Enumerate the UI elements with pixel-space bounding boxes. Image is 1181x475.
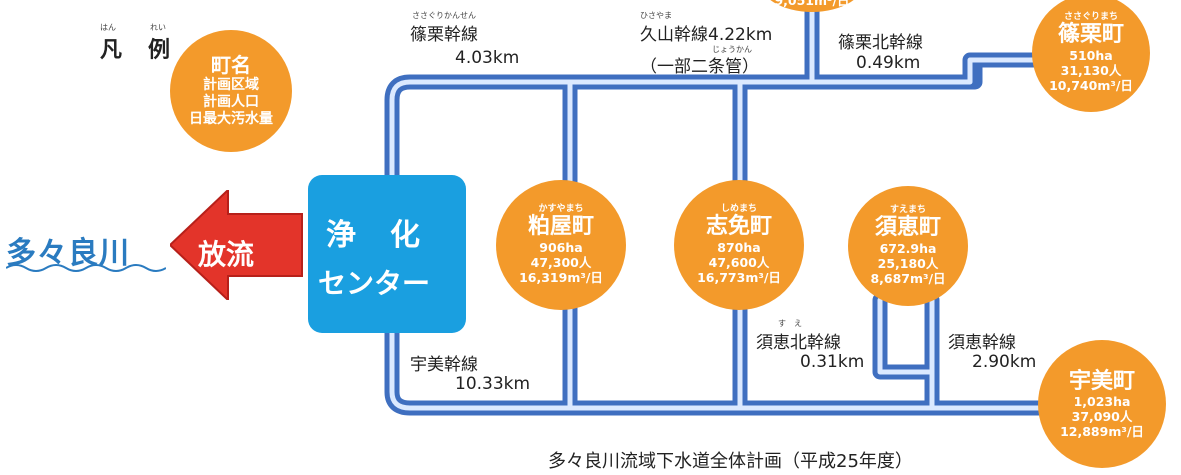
legend-town-name: 町名 (211, 53, 251, 78)
town-shime-flow: 16,773m³/日 (697, 269, 781, 285)
sasaguri-main-length: 4.03km (455, 48, 520, 68)
hisayama-main-sub: （一部二条管） (640, 57, 759, 77)
river-logo: 多々良川 (6, 226, 166, 274)
town-shime-area: 870ha (717, 239, 761, 255)
legend-title-char-2: 例 (148, 38, 171, 63)
treatment-center (308, 175, 466, 333)
umi-main-length: 10.33km (455, 374, 531, 394)
sasaguri-north-name: 篠栗北幹線 (838, 33, 923, 53)
town-umi-area: 1,023ha (1073, 394, 1131, 410)
legend-area-label: 計画区域 (203, 77, 259, 94)
town-circle-sue: すえまち 須恵町 672.9ha 25,180人 8,687m³/日 (848, 186, 968, 306)
town-circle-shime: しめまち 志免町 870ha 47,600人 16,773m³/日 (674, 180, 804, 310)
sue-north-ruby: す え (778, 319, 802, 328)
sue-north-length: 0.31km (800, 352, 865, 372)
legend-title-char-1: 凡 (100, 38, 123, 63)
town-sue-area: 672.9ha (879, 240, 937, 256)
hisayama-sub-ruby: じょうかん (712, 45, 752, 54)
sue-main-length: 2.90km (972, 352, 1037, 372)
pipe-sasaguri-main (384, 52, 1043, 186)
town-top-partial-flow: 9,051m³/日 (774, 0, 850, 8)
town-sasaguri-flow: 10,740m³/日 (1049, 77, 1133, 93)
discharge-arrow-icon (170, 190, 303, 300)
sasaguri-north-length: 0.49km (856, 53, 921, 73)
town-circle-sasaguri: ささぐりまち 篠栗町 510ha 31,130人 10,740m³/日 (1032, 0, 1150, 112)
legend-circle: 町名 計画区域 計画人口 日最大汚水量 (170, 30, 292, 152)
legend-population-label: 計画人口 (203, 94, 259, 111)
town-shime-ruby: しめまち (720, 204, 757, 215)
town-sue-name: 須恵町 (874, 215, 941, 241)
sasaguri-main-ruby: ささぐりかんせん (412, 11, 476, 20)
town-circle-umi: 宇美町 1,023ha 37,090人 12,889m³/日 (1038, 340, 1166, 468)
town-sasaguri-population: 31,130人 (1060, 62, 1122, 78)
legend-flow-label: 日最大汚水量 (189, 110, 273, 127)
sasaguri-main-name: 篠栗幹線 (410, 25, 478, 45)
river-wave-icon (6, 264, 166, 272)
town-umi-name: 宇美町 (1068, 368, 1135, 394)
town-sasaguri-ruby: ささぐりまち (1063, 12, 1118, 23)
town-circle-kasuya: かすやまち 粕屋町 906ha 47,300人 16,319m³/日 (496, 180, 626, 310)
umi-main-name: 宇美幹線 (410, 355, 478, 375)
town-kasuya-ruby: かすやまち (538, 204, 584, 215)
center-label-line2: センター (318, 267, 431, 300)
town-kasuya-population: 47,300人 (530, 254, 592, 270)
town-shime-name: 志免町 (705, 214, 772, 240)
town-kasuya-flow: 16,319m³/日 (519, 269, 603, 285)
town-sue-flow: 8,687m³/日 (870, 270, 946, 286)
discharge-label: 放流 (198, 238, 255, 271)
river-label: 多々良川 (6, 236, 130, 271)
town-sue-population: 25,180人 (877, 255, 939, 271)
town-umi-flow: 12,889m³/日 (1060, 424, 1144, 440)
pipe-sue-north (872, 292, 940, 380)
town-kasuya-name: 粕屋町 (527, 214, 594, 240)
town-kasuya-area: 906ha (539, 239, 583, 255)
center-label-line1: 浄 化 (326, 218, 422, 253)
sue-north-name: 須恵北幹線 (756, 333, 841, 353)
town-umi-population: 37,090人 (1071, 409, 1133, 425)
legend-ruby-1: はん (100, 23, 116, 32)
town-sasaguri-name: 篠栗町 (1057, 22, 1124, 48)
hisayama-ruby: ひさやま (640, 11, 672, 20)
sue-main-name: 須恵幹線 (948, 333, 1016, 353)
town-sasaguri-area: 510ha (1069, 47, 1113, 63)
legend-ruby-2: れい (150, 23, 166, 32)
diagram-caption: 多々良川流域下水道全体計画（平成25年度） (548, 451, 913, 472)
hisayama-main-name: 久山幹線4.22km (640, 25, 773, 45)
town-sue-ruby: すえまち (889, 205, 926, 216)
town-shime-population: 47,600人 (708, 254, 770, 270)
